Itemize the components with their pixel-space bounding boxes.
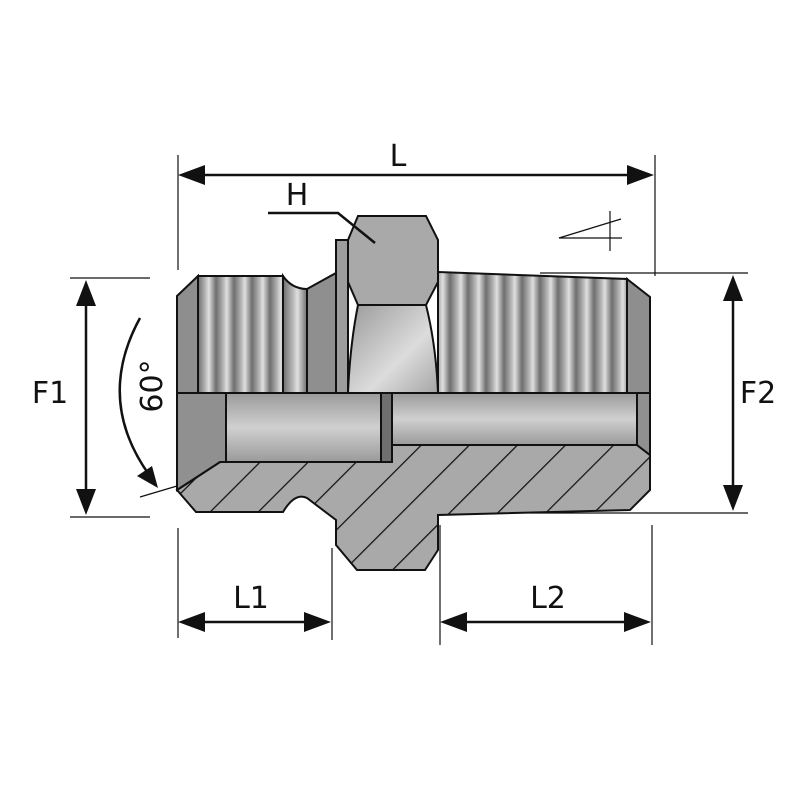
hex-top xyxy=(347,215,439,306)
label-angle: 60° xyxy=(135,359,170,412)
right-chamfer xyxy=(626,276,651,394)
label-f1: F1 xyxy=(32,376,68,411)
left-bore xyxy=(225,392,382,463)
section-hatch xyxy=(175,444,651,571)
label-f2: F2 xyxy=(740,376,776,411)
washer-face xyxy=(335,239,349,394)
hex-lower-face xyxy=(346,304,440,394)
dimension-l1: L1 xyxy=(177,528,333,640)
thread-groove xyxy=(282,272,308,394)
dimension-angle: 60° xyxy=(118,317,178,498)
dimension-f2: F2 xyxy=(530,272,776,514)
right-bore-end xyxy=(636,392,651,458)
dimension-l2: L2 xyxy=(439,525,653,645)
label-l2: L2 xyxy=(530,581,566,616)
left-thread xyxy=(197,275,284,394)
left-counterbore xyxy=(176,392,227,492)
dimension-f1: F1 xyxy=(32,277,150,518)
right-bore xyxy=(391,392,638,446)
dimension-l: L xyxy=(177,139,656,276)
bore-step xyxy=(380,392,393,463)
label-l1: L1 xyxy=(233,581,269,616)
label-h: H xyxy=(286,178,309,213)
collar xyxy=(306,271,337,394)
fitting-upper-half xyxy=(176,215,651,394)
label-l: L xyxy=(390,139,407,174)
left-chamfer xyxy=(176,273,199,394)
taper-symbol-icon xyxy=(558,211,622,251)
fitting-section-half xyxy=(175,392,651,571)
right-thread xyxy=(437,270,628,394)
dimension-h: H xyxy=(268,178,376,244)
